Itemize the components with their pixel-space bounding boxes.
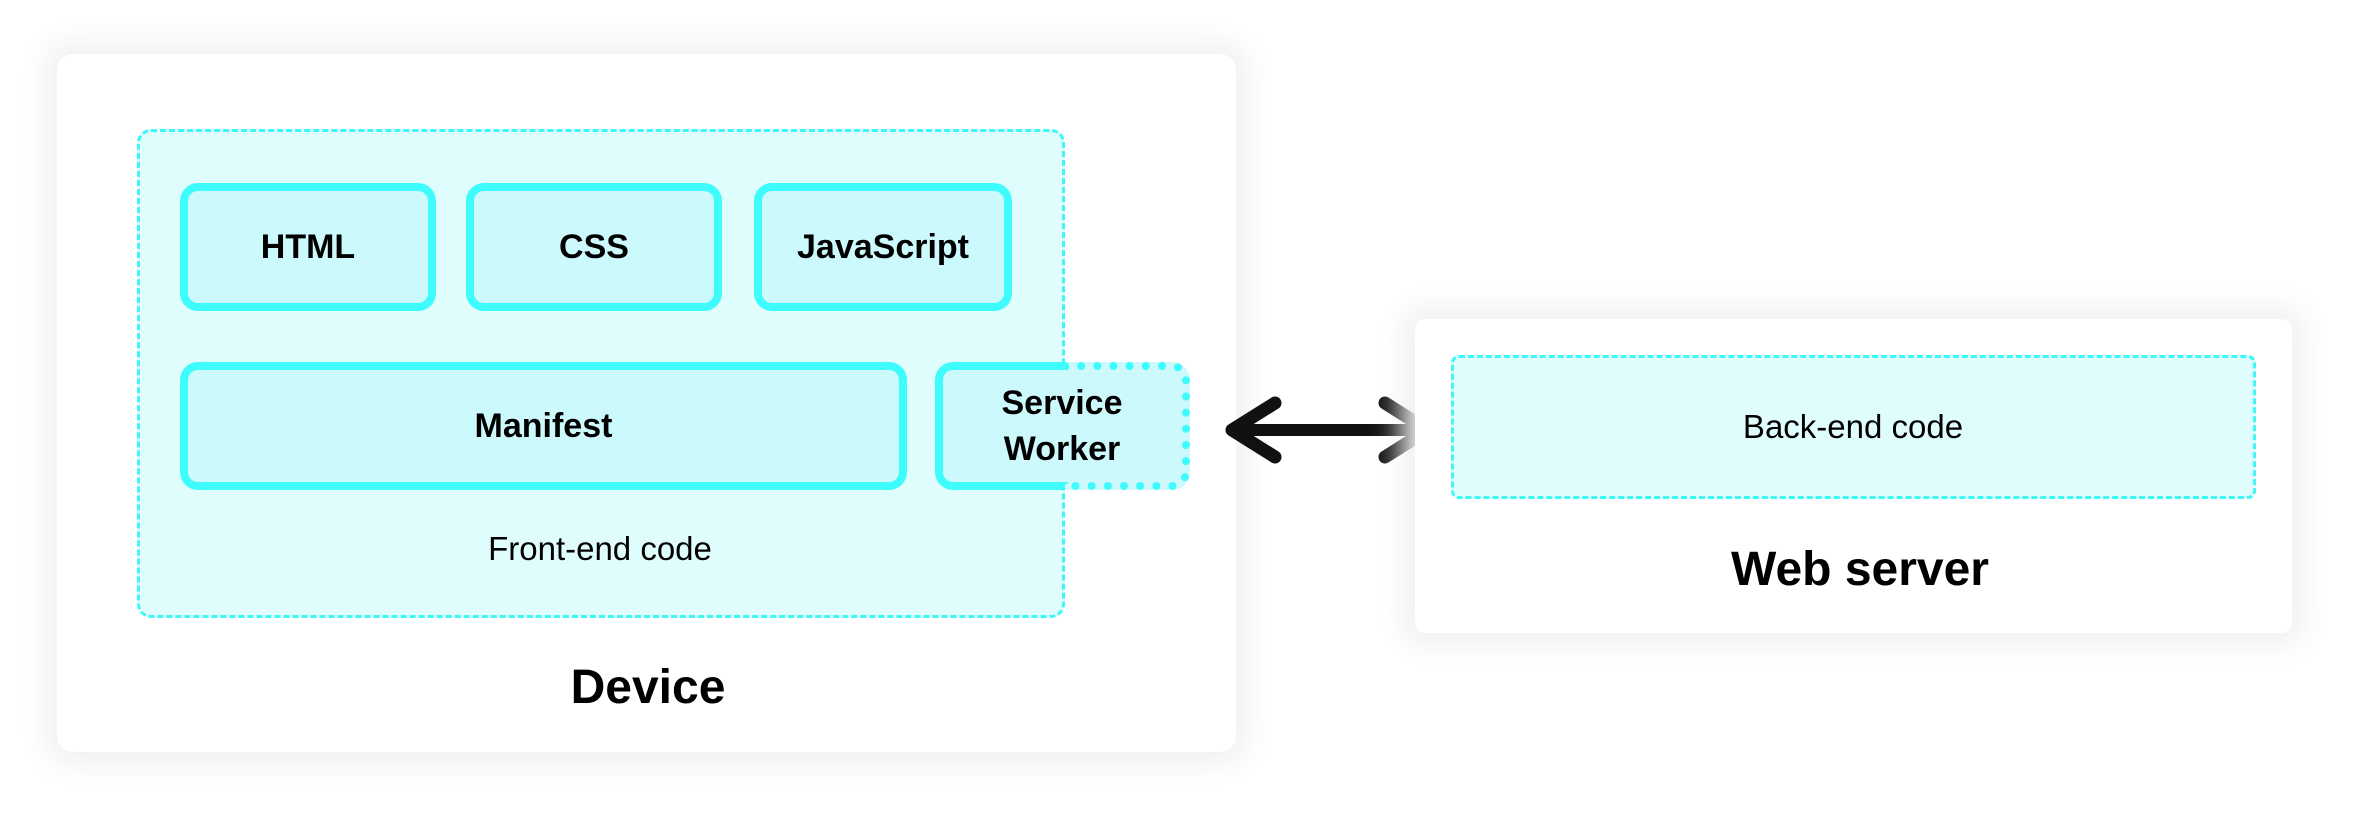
service-worker-dotted-edge	[1065, 362, 1190, 490]
double-arrow-icon	[1225, 396, 1435, 464]
backend-code-region	[1451, 355, 2256, 499]
javascript-block: JavaScript	[754, 183, 1012, 311]
manifest-label: Manifest	[474, 406, 613, 445]
css-block: CSS	[466, 183, 722, 311]
service-worker-label: Service Worker	[1002, 380, 1123, 472]
service-worker-line-2: Worker	[1003, 430, 1121, 468]
html-label: HTML	[260, 227, 356, 266]
service-worker-line-1: Service	[1001, 384, 1123, 422]
device-title: Device	[570, 661, 726, 714]
html-block: HTML	[180, 183, 436, 311]
javascript-label: JavaScript	[797, 227, 969, 266]
frontend-code-label: Front-end code	[488, 530, 712, 567]
web-server-title: Web server	[1731, 543, 1989, 596]
service-worker-block	[935, 362, 1065, 490]
manifest-block: Manifest	[180, 362, 907, 490]
css-label: CSS	[559, 227, 629, 266]
backend-code-label: Back-end code	[1742, 408, 1964, 445]
